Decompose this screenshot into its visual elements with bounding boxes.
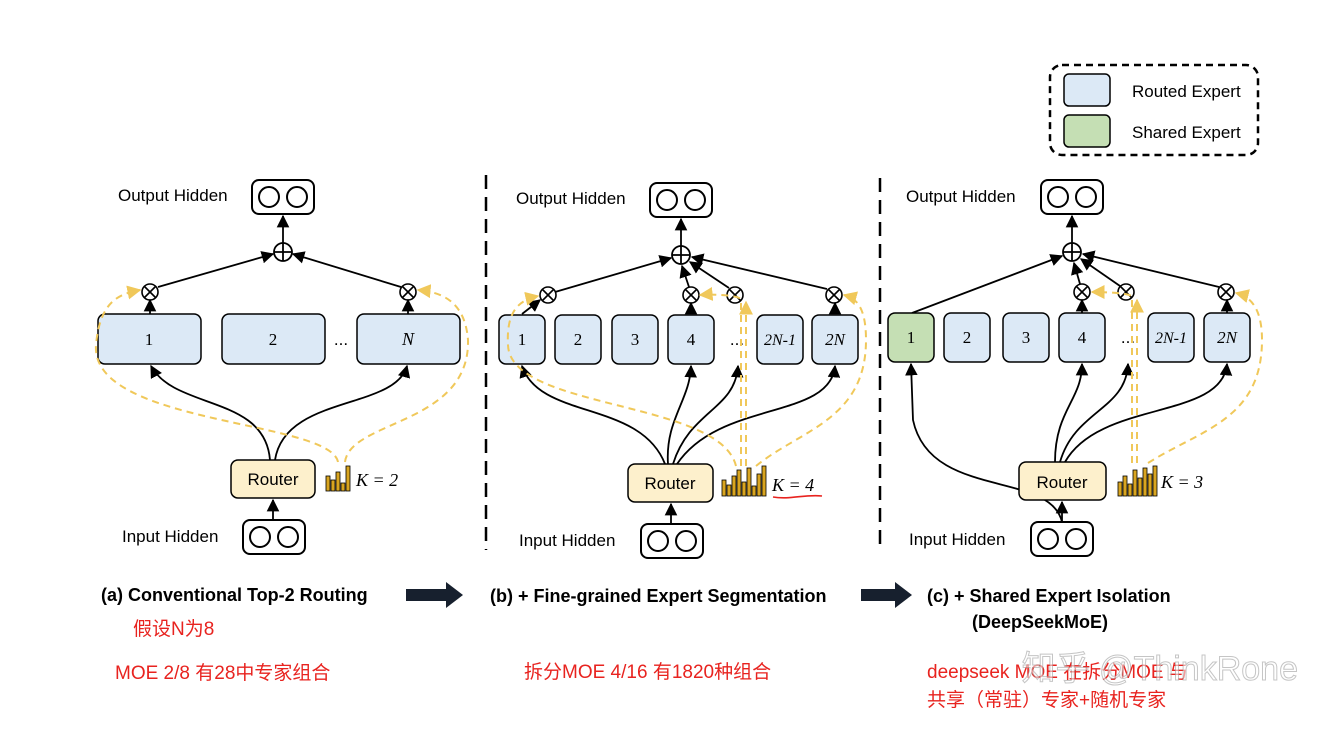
red-underline	[772, 494, 823, 499]
sum-node	[273, 242, 293, 262]
routed-expert-1	[97, 313, 202, 365]
routed-expert-3	[611, 314, 659, 365]
multiply-node	[726, 286, 744, 304]
note-a-1: 假设N为8	[133, 618, 214, 640]
router-box	[230, 459, 316, 499]
panel-c: Output Hidden 1 2 3 4 ... 2N-1 2N	[887, 179, 1264, 557]
router-label: Router	[644, 474, 695, 493]
routed-expert-2	[221, 313, 326, 365]
legend-routed-label: Routed Expert	[1132, 82, 1241, 101]
expert-label: 2	[963, 328, 972, 347]
routed-expert-4	[667, 314, 715, 365]
legend-shared-label: Shared Expert	[1132, 123, 1241, 142]
input-hidden-label: Input Hidden	[122, 527, 218, 546]
multiply-node	[1117, 283, 1135, 301]
panel-a: Output Hidden 1 2 ... N	[94, 179, 470, 555]
expert-label: 3	[1022, 328, 1031, 347]
multiply-node	[539, 286, 557, 304]
router-box	[1018, 461, 1107, 501]
note-b-1: 拆分MOE 4/16 有1820种组合	[524, 661, 771, 683]
routed-expert-1	[498, 314, 546, 365]
expert-label: 2N-1	[1155, 330, 1187, 347]
routed-expert-2n-1	[756, 314, 804, 365]
k-label: K = 2	[355, 470, 398, 490]
k-label: K = 3	[1160, 472, 1203, 492]
output-hidden-box	[251, 179, 315, 215]
expert-label: 2N	[1217, 328, 1239, 347]
expert-label: 4	[1078, 328, 1087, 347]
legend-routed-swatch	[1063, 73, 1111, 107]
score-bars-icon	[721, 465, 767, 497]
caption-a: (a) Conventional Top-2 Routing	[101, 585, 368, 605]
routed-expert-4	[1058, 312, 1106, 363]
expert-label: 1	[145, 330, 154, 349]
arrow-right-icon	[861, 582, 912, 608]
shared-expert-1	[887, 312, 935, 363]
multiply-node	[1073, 283, 1091, 301]
input-hidden-box	[1030, 521, 1094, 557]
input-hidden-box	[242, 519, 306, 555]
multiply-node	[399, 283, 417, 301]
multiply-node	[141, 283, 159, 301]
output-hidden-box	[649, 182, 713, 218]
input-hidden-box	[640, 523, 704, 559]
expert-label: 1	[907, 328, 916, 347]
score-bars-icon	[325, 465, 351, 492]
output-hidden-label: Output Hidden	[118, 186, 228, 205]
multiply-node	[1217, 283, 1235, 301]
expert-label: 3	[631, 330, 640, 349]
caption-c-sub: (DeepSeekMoE)	[972, 612, 1108, 632]
sum-node	[1062, 242, 1082, 262]
multiply-node	[682, 286, 700, 304]
panel-b: Output Hidden 1 2 3 4 ... 2N-1 2N	[498, 182, 868, 559]
caption-c: (c) + Shared Expert Isolation	[927, 586, 1171, 606]
expert-label: 4	[687, 330, 696, 349]
expert-label: 2N	[825, 330, 847, 349]
routed-expert-2	[554, 314, 602, 365]
caption-b: (b) + Fine-grained Expert Segmentation	[490, 586, 827, 606]
k-label: K = 4	[771, 475, 814, 495]
router-box	[627, 463, 714, 503]
input-hidden-label: Input Hidden	[909, 530, 1005, 549]
expert-label: 2	[574, 330, 583, 349]
output-hidden-box	[1040, 179, 1104, 215]
expert-label: N	[401, 329, 415, 349]
router-label: Router	[1036, 473, 1087, 492]
expert-label: 2N-1	[764, 332, 796, 349]
legend: Routed Expert Shared Expert	[1048, 63, 1260, 157]
arrow-right-icon	[406, 582, 463, 608]
routed-expert-2n-1	[1147, 312, 1195, 363]
legend-shared-swatch	[1063, 114, 1111, 148]
routed-expert-2	[943, 312, 991, 363]
router-label: Router	[247, 470, 298, 489]
expert-label: 2	[269, 330, 278, 349]
output-hidden-label: Output Hidden	[906, 187, 1016, 206]
expert-label: 1	[518, 330, 527, 349]
note-c-2: 共享（常驻）专家+随机专家	[927, 689, 1166, 711]
note-c-1: deepseek MOE 在拆分MOE 与	[927, 661, 1188, 683]
output-hidden-label: Output Hidden	[516, 189, 626, 208]
routed-expert-3	[1002, 312, 1050, 363]
routed-expert-2n	[811, 314, 859, 365]
input-hidden-label: Input Hidden	[519, 531, 615, 550]
sum-node	[671, 245, 691, 265]
note-a-2: MOE 2/8 有28中专家组合	[115, 662, 330, 684]
routed-expert-2n	[1203, 312, 1251, 363]
ellipsis: ...	[334, 330, 348, 349]
multiply-node	[825, 286, 843, 304]
routed-expert-n	[356, 313, 461, 365]
score-bars-icon	[1117, 465, 1158, 497]
watermark: 知乎 @ThinkRone	[1022, 650, 1298, 688]
